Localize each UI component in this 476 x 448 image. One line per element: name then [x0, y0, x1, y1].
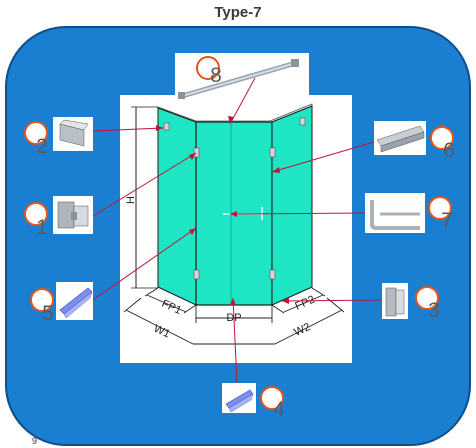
- bottom-dimensions: [123, 287, 345, 345]
- callout-6-label: 6: [443, 139, 455, 162]
- part-3-image: [382, 283, 408, 319]
- height-label: H: [125, 196, 137, 204]
- part-6-image: [374, 121, 426, 155]
- callout-5-label: 5: [42, 302, 54, 325]
- callout-1-label: 1: [36, 216, 48, 239]
- callout-2: 2: [24, 121, 48, 158]
- top-bar-icon: [178, 59, 299, 99]
- callout-4: 4: [260, 386, 285, 421]
- callout-2-label: 2: [36, 135, 48, 158]
- callout-1: 1: [24, 202, 48, 239]
- part-1-image: [53, 196, 93, 234]
- callout-8-label: 8: [210, 64, 222, 87]
- part-7-image: [365, 193, 425, 233]
- callout-6: 6: [430, 126, 455, 162]
- callout-5: 5: [30, 288, 54, 325]
- part-2-image: [53, 117, 93, 151]
- callout-3-label: 3: [428, 299, 440, 322]
- left-glass-panel: [157, 107, 197, 306]
- callout-3: 3: [415, 286, 440, 322]
- diagram-title: Type-7: [214, 4, 261, 21]
- part-5-image: [56, 282, 93, 320]
- part-4-image: [222, 383, 256, 413]
- leader-arrowheads: [156, 116, 289, 305]
- callout-7-label: 7: [441, 209, 453, 232]
- height-dimension: H: [125, 106, 158, 289]
- callout-4-label: 4: [273, 398, 285, 421]
- callout-8: 8: [196, 56, 222, 87]
- callout-7: 7: [428, 196, 453, 232]
- right-glass-panel: [271, 105, 313, 306]
- shower-enclosure: [157, 103, 313, 306]
- leader-lines: [92, 77, 383, 384]
- page-number: 9: [32, 436, 37, 446]
